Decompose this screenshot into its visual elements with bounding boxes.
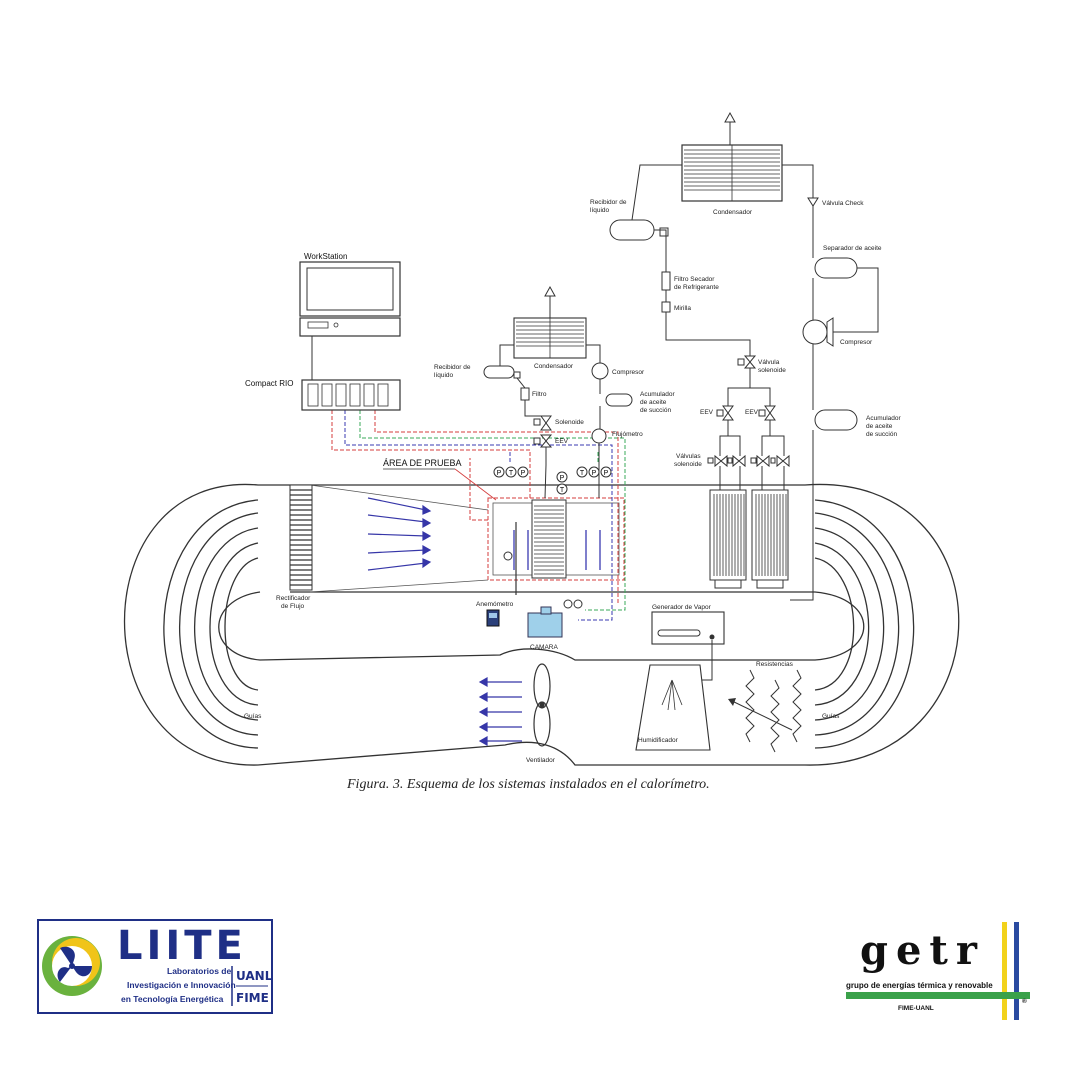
airflow-arrows-inlet — [367, 497, 432, 571]
area-prueba-label: ÁREA DE PRUEBA — [383, 458, 497, 501]
svg-text:Compresor: Compresor — [612, 369, 645, 376]
svg-text:UANL: UANL — [236, 969, 273, 983]
svg-text:T: T — [509, 470, 514, 477]
compact-rio: Compact RIO — [245, 379, 401, 411]
svg-text:P: P — [497, 470, 502, 477]
svg-text:Recibidor de: Recibidor de — [590, 199, 627, 206]
svg-text:T: T — [580, 470, 585, 477]
svg-text:Humidificador: Humidificador — [638, 737, 679, 744]
svg-text:Acumulador: Acumulador — [866, 415, 902, 422]
svg-text:T: T — [560, 487, 565, 494]
liite-title: LIITE — [117, 923, 247, 969]
svg-text:Flujómetro: Flujómetro — [612, 431, 643, 438]
svg-text:grupo de energías térmica y re: grupo de energías térmica y renovable — [846, 981, 993, 990]
svg-text:de succión: de succión — [640, 407, 671, 414]
svg-text:Filtro: Filtro — [532, 391, 547, 398]
small-refrigeration-loop: Condensador Recibidor de líquido Filtro … — [434, 285, 676, 499]
airflow-arrows-return — [478, 676, 522, 747]
svg-text:líquido: líquido — [434, 372, 454, 379]
test-area — [487, 497, 625, 595]
svg-text:Laboratorios de: Laboratorios de — [167, 966, 232, 976]
svg-text:de aceite: de aceite — [866, 423, 893, 430]
guide-vanes-left — [163, 499, 259, 749]
svg-text:Mirilla: Mirilla — [674, 305, 691, 312]
sensors: P T P P T T P P — [493, 466, 612, 495]
svg-text:de aceite: de aceite — [640, 399, 667, 406]
svg-text:EEV: EEV — [700, 409, 714, 416]
svg-text:Resistencias: Resistencias — [756, 661, 794, 668]
big-refrigeration-loop: Condensador Recibidor de líquido Filtro … — [590, 111, 902, 601]
humidifier: Humidificador — [635, 664, 711, 751]
sensor-left-1: P — [493, 466, 505, 478]
svg-text:Válvula Check: Válvula Check — [822, 200, 864, 207]
svg-text:Acumulador: Acumulador — [640, 391, 676, 398]
liite-logo: LIITE Laboratorios de Investigación e In… — [37, 919, 273, 1014]
steam-generator: Generador de Vapor — [651, 604, 725, 681]
flow-rectifier — [289, 484, 313, 591]
getr-logo: getr grupo de energías térmica y renovab… — [846, 922, 1030, 1020]
sensor-left-2: T — [505, 466, 517, 478]
sensor-right-3: P — [600, 466, 612, 478]
svg-text:de Refrigerante: de Refrigerante — [674, 284, 719, 291]
rectificador-label-1: Rectificador — [276, 595, 311, 602]
area-prueba-text: ÁREA DE PRUEBA — [383, 458, 462, 468]
svg-text:EEV: EEV — [555, 438, 569, 445]
resistances: Resistencias — [728, 661, 802, 753]
guias-left-label: Guías — [244, 713, 262, 720]
svg-text:Investigación e Innovación: Investigación e Innovación — [127, 980, 236, 990]
svg-text:P: P — [604, 470, 609, 477]
guide-vanes-right — [814, 499, 915, 749]
svg-text:P: P — [560, 475, 565, 482]
svg-text:Compresor: Compresor — [840, 339, 873, 346]
svg-text:Solenoide: Solenoide — [555, 419, 584, 426]
svg-text:P: P — [521, 470, 526, 477]
svg-text:Separador de aceite: Separador de aceite — [823, 245, 882, 252]
sensor-right-1: T — [576, 466, 588, 478]
air-duct — [123, 483, 960, 766]
figure-caption: Figura. 3. Esquema de los sistemas insta… — [346, 777, 710, 792]
svg-text:Recibidor de: Recibidor de — [434, 364, 471, 371]
solenoid-valve-small — [533, 415, 552, 431]
eev-valve-small — [533, 434, 553, 448]
rectificador-label-2: de Flujo — [281, 603, 305, 610]
svg-text:FIME-UANL: FIME-UANL — [898, 1005, 934, 1012]
svg-text:Filtro Secador: Filtro Secador — [674, 276, 715, 283]
camera: CAMARA — [527, 599, 583, 651]
ventilador-label: Ventilador — [526, 757, 556, 764]
svg-text:P: P — [592, 470, 597, 477]
compact-rio-label: Compact RIO — [245, 379, 293, 388]
anemometer: Anemómetro — [476, 601, 514, 627]
svg-text:líquido: líquido — [590, 207, 610, 214]
sensor-right-2: P — [588, 466, 600, 478]
svg-text:Válvulas: Válvulas — [676, 453, 701, 460]
sensor-center-1: P — [556, 471, 568, 483]
svg-text:de succión: de succión — [866, 431, 897, 438]
svg-text:Válvula: Válvula — [758, 359, 780, 366]
condensador-big-label: Condensador — [713, 209, 753, 216]
workstation: WorkStation — [299, 252, 401, 380]
svg-text:Generador de Vapor: Generador de Vapor — [652, 604, 712, 611]
guias-right-label: Guías — [822, 713, 840, 720]
getr-title: getr — [860, 927, 985, 974]
svg-text:en Tecnología Energética: en Tecnología Energética — [121, 994, 224, 1004]
svg-text:FIME: FIME — [236, 991, 269, 1005]
turbine-icon — [57, 946, 92, 982]
evaporator-coils — [709, 489, 789, 589]
svg-text:EEV: EEV — [745, 409, 759, 416]
svg-text:®: ® — [1022, 997, 1027, 1005]
svg-text:solenoide: solenoide — [758, 367, 786, 374]
sensor-left-3: P — [517, 466, 529, 478]
svg-text:Anemómetro: Anemómetro — [476, 601, 514, 608]
svg-text:solenoide: solenoide — [674, 461, 702, 468]
signal-lines — [331, 410, 626, 621]
workstation-label: WorkStation — [304, 252, 347, 261]
svg-text:CAMARA: CAMARA — [530, 644, 558, 651]
fan — [533, 663, 551, 747]
sensor-center-2: T — [556, 483, 568, 495]
condensador-small-label: Condensador — [534, 363, 574, 370]
